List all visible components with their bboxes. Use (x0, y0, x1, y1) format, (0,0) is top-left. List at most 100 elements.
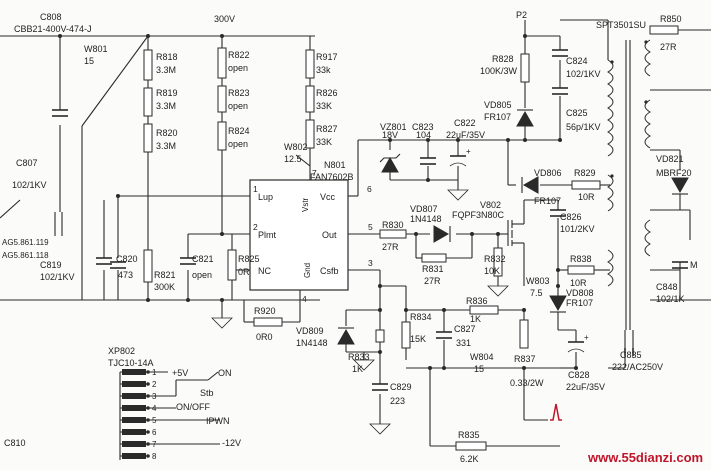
label-r838-val: 10R (570, 278, 587, 288)
resistor-r825 (227, 249, 237, 281)
n801-part: FAN7602B (310, 172, 354, 182)
resistor-r836 (469, 305, 499, 315)
label-hdr3: 3 (152, 392, 157, 401)
diodes (337, 109, 689, 345)
resistor-r823 (217, 85, 227, 113)
resistor-r837 (519, 319, 529, 349)
label-c825-val: 56p/1KV (566, 122, 601, 132)
label-r829-val: 10R (578, 192, 595, 202)
ic-pin-nc: NC (258, 266, 271, 276)
label-c819-val: 102/1KV (40, 272, 75, 282)
label-r834-val: 15K (410, 334, 426, 344)
label-c827: C827 (454, 324, 476, 334)
label-r823: R823 (228, 88, 250, 98)
label-vd805: VD805 (484, 100, 512, 110)
label-c823-val: 104 (416, 130, 431, 140)
label-hdr7: 7 (152, 440, 157, 449)
ic-pin-4: 4 (302, 294, 307, 304)
label-v802-val: FQPF3N80C (452, 210, 505, 220)
label-r820: R820 (156, 128, 178, 138)
ic-pin-6: 6 (367, 184, 372, 194)
label-r826-val: 33K (316, 101, 332, 111)
label-on: ON (218, 368, 232, 378)
label-r836-val: 1K (470, 314, 481, 324)
label-c835-val: 222/AC250V (612, 362, 663, 372)
label-minus12v: -12V (222, 438, 241, 448)
label-c807-val: 102/1KV (12, 180, 47, 190)
label-c827-val: 331 (456, 338, 471, 348)
label-c824-val: 102/1KV (566, 69, 601, 79)
label-r920-val: 0R0 (256, 332, 273, 342)
junctions (58, 34, 578, 458)
label-r827: R827 (316, 124, 338, 134)
label-c826-val: 101/2KV (560, 224, 595, 234)
label-vd821-val: MBRF20 (656, 168, 692, 178)
label-stb: Stb (200, 388, 214, 398)
label-w804-val: 15 (474, 364, 484, 374)
ic-n801: Lup Plmt NC Vcc Out Csfb Vstr Gnd 1 2 3 … (249, 160, 373, 304)
label-r819: R819 (156, 88, 178, 98)
capacitors: + + (52, 49, 688, 391)
label-vd821: VD821 (656, 154, 684, 164)
ic-pin-lup: Lup (258, 192, 273, 202)
label-r835-val: 6.2K (460, 454, 479, 464)
label-hdr2: 2 (152, 380, 157, 389)
ground-3 (369, 423, 391, 435)
label-300v: 300V (214, 14, 235, 24)
ic-pin-csfb: Csfb (320, 266, 339, 276)
label-r831: R831 (422, 264, 444, 274)
resistor-r917 (305, 49, 315, 79)
label-c835: C835 (620, 350, 642, 360)
ic-pin-out: Out (322, 230, 337, 240)
label-r850: R850 (660, 14, 682, 24)
label-c828-val: 22uF/35V (566, 382, 605, 392)
label-r833: R833 (348, 352, 370, 362)
svg-text:+: + (584, 333, 589, 342)
label-r825: R825 (238, 254, 260, 264)
label-vd807: VD807 (410, 204, 438, 214)
label-vd809-val: 1N4148 (296, 338, 328, 348)
label-vd808: VD808 (566, 288, 594, 298)
label-hdr4: 4 (152, 404, 157, 413)
resistor-r826 (305, 85, 315, 113)
ground-2 (447, 189, 469, 201)
label-w802-val: 12.5 (284, 154, 302, 164)
label-r821: R821 (154, 270, 176, 280)
label-r837-val: 0.33/2W (510, 378, 544, 388)
resistor-r835 (455, 441, 487, 451)
label-c829: C829 (390, 382, 412, 392)
label-c821: C821 (192, 254, 214, 264)
resistor-r827 (305, 119, 315, 149)
resistor-r831 (421, 253, 447, 263)
label-c822: C822 (454, 118, 476, 128)
label-r828: R828 (492, 54, 514, 64)
label-plus5v: +5V (172, 368, 188, 378)
transformer-spt3501su (607, 39, 651, 330)
xp802-connector (122, 369, 146, 459)
label-m: M (690, 260, 698, 270)
label-r822-val: open (228, 63, 248, 73)
resistor-r821 (143, 249, 153, 283)
red-marker (550, 403, 562, 421)
label-r832-val: 10K (484, 266, 500, 276)
label-p2: P2 (516, 10, 527, 20)
resistor-r850 (649, 25, 679, 35)
label-w801-val: 15 (84, 56, 94, 66)
label-w801: W801 (84, 44, 108, 54)
ground-1 (211, 317, 233, 329)
resistor-r819 (143, 87, 153, 117)
resistor-r820 (143, 123, 153, 153)
ic-pin-plmt: Plmt (258, 230, 276, 240)
label-ag2: AG5.861.118 (2, 251, 49, 260)
label-c810: C810 (4, 438, 26, 448)
label-r821-val: 300K (154, 282, 175, 292)
label-ipwn: IPWN (206, 416, 230, 426)
label-r831-val: 27R (424, 276, 441, 286)
diode-vd821 (671, 177, 689, 194)
label-c825: C825 (566, 108, 588, 118)
label-c848: C848 (656, 282, 678, 292)
resistor-r920 (253, 317, 283, 327)
label-r837: R837 (514, 354, 536, 364)
n801-ref: N801 (324, 160, 346, 170)
